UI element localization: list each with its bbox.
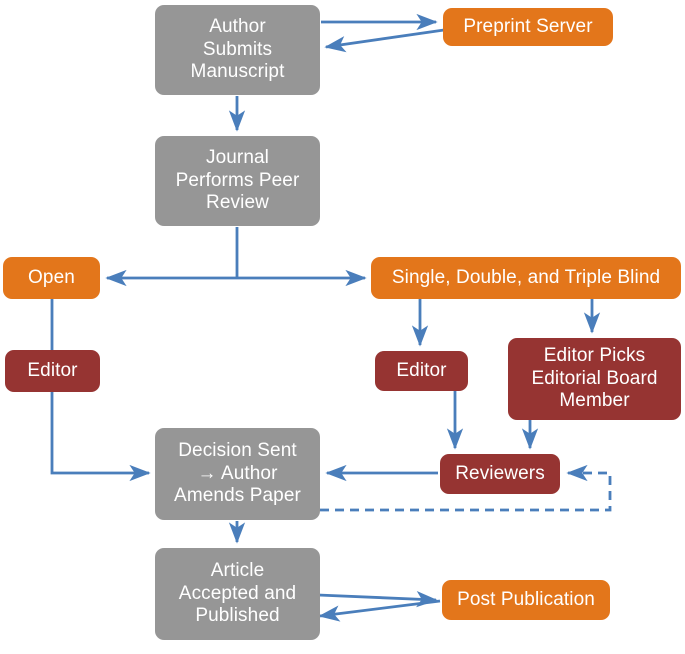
- edge-article-to-postpub: [317, 591, 438, 608]
- node-label: Editor: [396, 359, 447, 381]
- node-label: Article Accepted and Published: [178, 560, 297, 627]
- node-open[interactable]: Open: [3, 257, 100, 299]
- node-label: Preprint Server: [463, 15, 593, 37]
- edge-postpub-to-article: [318, 599, 441, 622]
- node-reviewers[interactable]: Reviewers: [440, 454, 560, 494]
- node-editor_blind[interactable]: Editor: [375, 351, 468, 391]
- node-editor_open[interactable]: Editor: [5, 350, 100, 392]
- node-label: Journal Performs Peer Review: [175, 147, 300, 214]
- node-preprint_server[interactable]: Preprint Server: [443, 8, 613, 46]
- node-label: Post Publication: [457, 588, 595, 610]
- node-journal_review[interactable]: Journal Performs Peer Review: [155, 136, 320, 226]
- node-editor_picks[interactable]: Editor Picks Editorial Board Member: [508, 338, 681, 420]
- node-blind[interactable]: Single, Double, and Triple Blind: [371, 257, 681, 299]
- edge-preprint-to-author: [324, 28, 445, 53]
- node-label: Reviewers: [455, 462, 545, 484]
- edge-editor-to-decision: [50, 392, 151, 482]
- node-label: Editor Picks Editorial Board Member: [531, 345, 658, 412]
- node-post_publication[interactable]: Post Publication: [442, 580, 610, 620]
- node-decision_sent[interactable]: Decision Sent → Author Amends Paper: [155, 428, 320, 520]
- node-label: Single, Double, and Triple Blind: [391, 266, 661, 288]
- node-author_submits[interactable]: Author Submits Manuscript: [155, 5, 320, 95]
- node-label: Author Submits Manuscript: [190, 16, 285, 83]
- node-article_published[interactable]: Article Accepted and Published: [155, 548, 320, 640]
- node-label: Decision Sent → Author Amends Paper: [174, 440, 301, 507]
- node-label: Editor: [27, 359, 78, 381]
- node-label: Open: [28, 266, 75, 288]
